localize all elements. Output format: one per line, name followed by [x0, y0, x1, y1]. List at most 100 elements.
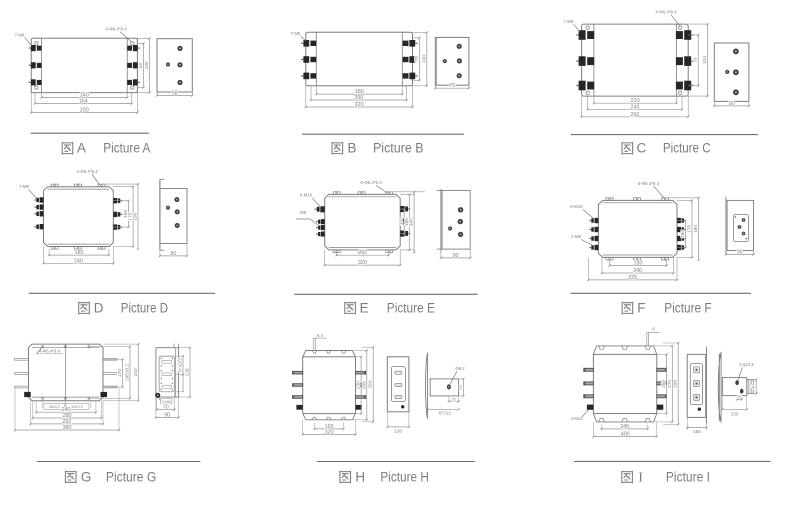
svg-text:A: A [77, 141, 86, 156]
svg-text:F: F [637, 300, 645, 315]
svg-text:6-Φ6.4*9.4: 6-Φ6.4*9.4 [360, 180, 382, 185]
svg-text:103: 103 [702, 56, 708, 64]
svg-text:260: 260 [368, 380, 374, 388]
svg-text:Picture A: Picture A [103, 141, 150, 156]
svg-text:175: 175 [128, 212, 134, 220]
svg-text:Picture F: Picture F [664, 300, 711, 315]
svg-text:90: 90 [729, 101, 735, 107]
svg-text:7-M4: 7-M4 [14, 32, 25, 37]
svg-text:Picture D: Picture D [121, 300, 168, 315]
svg-text:165: 165 [325, 424, 334, 430]
svg-text:160: 160 [680, 230, 686, 238]
svg-text:47.5±0.2: 47.5±0.2 [179, 358, 183, 372]
svg-text:Picture I: Picture I [666, 469, 710, 484]
svg-text:230: 230 [356, 381, 362, 389]
svg-text:2-M8: 2-M8 [162, 399, 171, 404]
svg-text:30: 30 [737, 395, 741, 399]
svg-text:260: 260 [630, 112, 639, 118]
svg-text:B: B [348, 141, 357, 156]
svg-text:250: 250 [661, 380, 667, 388]
svg-text:22: 22 [452, 396, 457, 401]
svg-text:40: 40 [751, 384, 756, 389]
svg-text:70: 70 [163, 405, 169, 411]
svg-text:75: 75 [449, 83, 455, 89]
svg-text:6: 6 [652, 327, 655, 332]
svg-text:275: 275 [667, 380, 673, 388]
svg-text:128: 128 [185, 368, 191, 376]
svg-text:90: 90 [453, 253, 459, 259]
svg-text:180: 180 [75, 250, 84, 256]
svg-text:320: 320 [325, 430, 334, 436]
svg-text:70: 70 [414, 56, 420, 62]
svg-text:C: C [637, 141, 647, 156]
svg-text:240: 240 [62, 407, 71, 413]
svg-text:70: 70 [693, 57, 699, 63]
svg-text:Picture G: Picture G [106, 469, 156, 484]
svg-text:210: 210 [133, 368, 139, 376]
svg-text:190: 190 [693, 225, 699, 233]
svg-text:140: 140 [80, 93, 89, 99]
svg-text:Φ8.2: Φ8.2 [455, 366, 465, 371]
svg-text:126: 126 [394, 428, 402, 434]
svg-text:4-Φ6.4*9.4: 4-Φ6.4*9.4 [655, 10, 677, 15]
svg-text:2-M8: 2-M8 [571, 234, 582, 239]
svg-text:H: H [355, 469, 365, 484]
svg-text:240: 240 [633, 268, 642, 274]
svg-text:150: 150 [693, 429, 701, 435]
svg-text:4-Φ6.4*9.4: 4-Φ6.4*9.4 [105, 27, 127, 32]
svg-text:6.4: 6.4 [317, 333, 324, 338]
svg-text:292: 292 [62, 419, 71, 425]
svg-text:100: 100 [421, 55, 427, 63]
svg-text:D: D [94, 300, 104, 315]
svg-text:6-Φ6.4*9.4: 6-Φ6.4*9.4 [638, 181, 660, 186]
svg-text:2-M12: 2-M12 [571, 416, 584, 421]
svg-text:280: 280 [63, 413, 72, 419]
svg-text:90: 90 [164, 413, 170, 419]
svg-text:87.5±2: 87.5±2 [439, 411, 452, 416]
svg-text:245: 245 [620, 424, 629, 430]
svg-text:195±0.2: 195±0.2 [125, 364, 131, 382]
svg-text:90±0.2: 90±0.2 [49, 405, 61, 409]
svg-text:52: 52 [138, 63, 144, 69]
svg-text:175: 175 [687, 225, 693, 233]
svg-text:245: 245 [361, 381, 367, 389]
svg-text:Picture B: Picture B [373, 141, 424, 156]
svg-text:400: 400 [621, 432, 630, 438]
svg-text:260: 260 [358, 250, 367, 256]
svg-text:190: 190 [133, 212, 139, 220]
svg-text:58: 58 [172, 91, 178, 97]
svg-text:290: 290 [673, 379, 679, 387]
svg-text:200: 200 [80, 108, 89, 114]
svg-text:180: 180 [634, 261, 643, 267]
svg-text:180: 180 [355, 89, 364, 95]
svg-text:220: 220 [355, 102, 364, 108]
svg-text:I: I [638, 469, 642, 484]
svg-text:90: 90 [170, 251, 176, 257]
svg-text:6-M10: 6-M10 [300, 193, 313, 198]
svg-text:90±0.2: 90±0.2 [71, 405, 83, 409]
svg-text:100: 100 [731, 411, 739, 416]
svg-text:2-φ12.5: 2-φ12.5 [739, 362, 754, 367]
svg-text:243: 243 [630, 104, 639, 110]
svg-text:90: 90 [737, 249, 743, 255]
svg-text:325: 325 [628, 275, 637, 281]
svg-text:Picture C: Picture C [663, 141, 711, 156]
svg-text:E: E [360, 300, 369, 315]
svg-text:100: 100 [144, 61, 150, 69]
svg-text:25: 25 [458, 384, 463, 389]
svg-text:G: G [81, 469, 91, 484]
svg-text:M8: M8 [300, 210, 307, 215]
svg-text:7-M6: 7-M6 [563, 19, 574, 24]
svg-text:7-M6: 7-M6 [19, 184, 30, 189]
svg-text:185: 185 [404, 218, 410, 226]
svg-text:4-Φ6.4*9.4: 4-Φ6.4*9.4 [39, 349, 60, 354]
svg-text:160: 160 [123, 210, 129, 218]
svg-text:Picture E: Picture E [387, 300, 435, 315]
svg-text:4-Φ6.4*9.4: 4-Φ6.4*9.4 [76, 169, 98, 174]
svg-text:220: 220 [631, 98, 640, 104]
svg-text:200: 200 [354, 95, 363, 101]
svg-text:240: 240 [74, 258, 83, 264]
svg-text:380: 380 [63, 425, 72, 431]
svg-text:170: 170 [399, 217, 405, 225]
svg-text:7-M5: 7-M5 [290, 31, 301, 36]
